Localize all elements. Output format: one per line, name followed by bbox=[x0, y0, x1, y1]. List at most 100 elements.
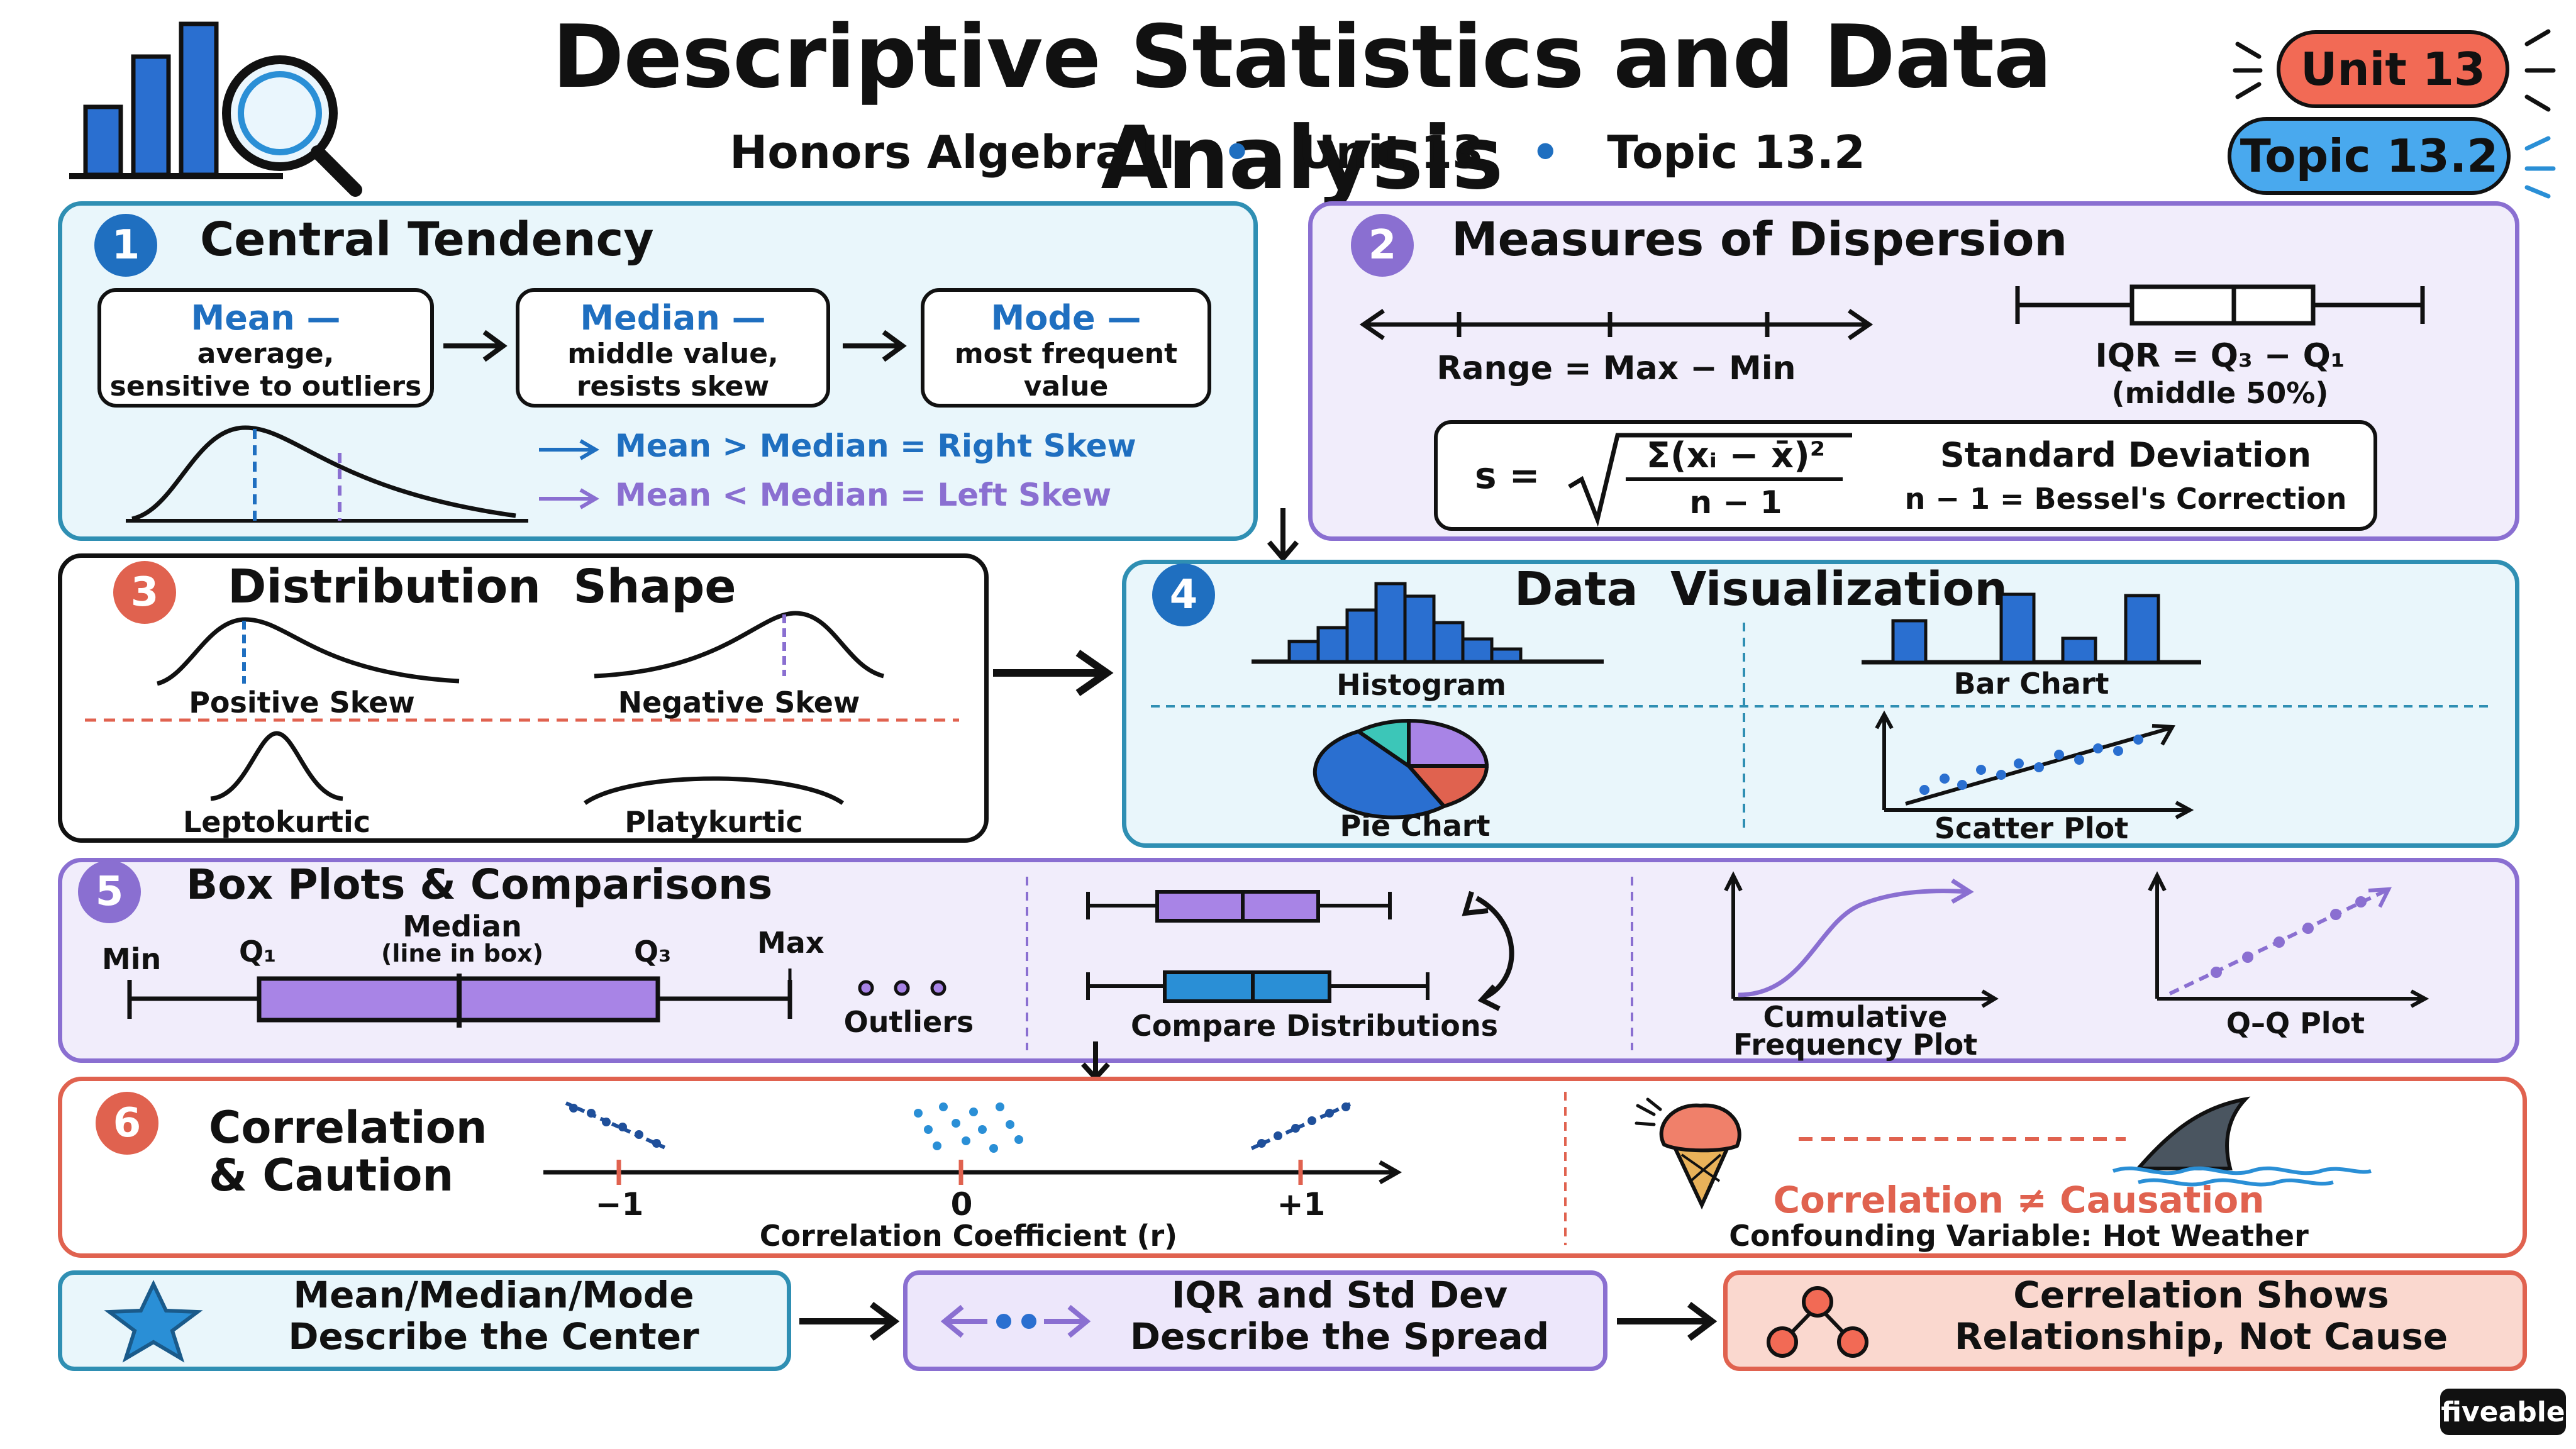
iqr-formula: IQR = Q₃ − Q₁ bbox=[2095, 337, 2345, 375]
step-badge-4: 4 bbox=[1152, 564, 1215, 626]
step-badge-2: 2 bbox=[1351, 214, 1414, 277]
unit-badge: Unit 13 bbox=[2277, 30, 2509, 108]
summary-center-line1: Mean/Median/Mode bbox=[293, 1274, 694, 1316]
box-plot-max-label: Max bbox=[757, 926, 824, 960]
positive-skew-curve-icon bbox=[156, 617, 460, 686]
subtitle-separator: • bbox=[1223, 126, 1252, 179]
mean-desc-line1: average, bbox=[197, 338, 335, 370]
arrow-right-icon bbox=[843, 330, 907, 362]
box-plots-panel bbox=[58, 858, 2519, 1063]
step-badge-6: 6 bbox=[96, 1092, 158, 1155]
left-skew-rule: Mean < Median = Left Skew bbox=[615, 477, 1112, 513]
median-heading: Median — bbox=[580, 298, 766, 338]
bar-chart-search-logo-icon bbox=[69, 21, 362, 197]
bar-chart-label: Bar Chart bbox=[1953, 667, 2109, 701]
iqr-note: (middle 50%) bbox=[2111, 376, 2329, 410]
box-plot-median-label: Median bbox=[402, 909, 522, 943]
panel-divider-horizontal bbox=[1151, 705, 2490, 708]
correlation-axis-label: Correlation Coefficient (r) bbox=[759, 1219, 1178, 1253]
tick-label-zero: 0 bbox=[950, 1186, 973, 1223]
box-plot-q3-label: Q₃ bbox=[634, 935, 672, 969]
qq-plot-label: Q–Q Plot bbox=[2226, 1006, 2365, 1040]
dashed-connector-line bbox=[1799, 1137, 2126, 1141]
leptokurtic-curve-icon bbox=[210, 731, 343, 801]
pie-chart-label: Pie Chart bbox=[1340, 809, 1491, 843]
cumulative-label-line2: Frequency Plot bbox=[1733, 1028, 1978, 1062]
arrow-down-icon bbox=[1081, 1041, 1110, 1082]
step-badge-5: 5 bbox=[78, 860, 141, 923]
summary-spread-card bbox=[903, 1270, 1607, 1371]
tick-label-positive-one: +1 bbox=[1277, 1186, 1326, 1223]
tick-label-negative-one: −1 bbox=[595, 1186, 644, 1223]
positive-skew-label: Positive Skew bbox=[189, 686, 415, 719]
arrow-right-purple-icon bbox=[539, 488, 599, 509]
arrow-down-icon bbox=[1267, 508, 1299, 563]
subtitle-topic: Topic 13.2 bbox=[1607, 126, 1866, 179]
cumulative-frequency-plot-icon bbox=[1724, 871, 1999, 1008]
spread-arrows-icon bbox=[940, 1304, 1091, 1338]
median-desc-line2: resists skew bbox=[576, 370, 770, 402]
mean-desc-line2: sensitive to outliers bbox=[109, 370, 422, 402]
box-plot-q1-label: Q₁ bbox=[239, 935, 277, 969]
page-subtitle: Honors Algebra II • Unit 13 • Topic 13.2 bbox=[730, 126, 1987, 179]
arrow-right-blue-icon bbox=[539, 439, 599, 460]
std-dev-lhs: s = bbox=[1475, 454, 1540, 497]
subtitle-course: Honors Algebra II bbox=[730, 126, 1175, 179]
page-title: Descriptive Statistics and Data Analysis bbox=[552, 6, 2052, 209]
dashed-divider bbox=[85, 718, 959, 722]
iqr-box-plot-icon bbox=[2015, 284, 2425, 326]
bessel-correction-note: n − 1 = Bessel's Correction bbox=[1904, 482, 2347, 516]
range-number-line-icon bbox=[1359, 309, 1874, 340]
outliers-label: Outliers bbox=[843, 1005, 974, 1039]
panel-divider-vertical bbox=[1743, 623, 1745, 830]
bar-chart-icon bbox=[1862, 592, 2201, 665]
compare-distributions-label: Compare Distributions bbox=[1130, 1009, 1499, 1043]
leptokurtic-label: Leptokurtic bbox=[182, 805, 371, 839]
arrow-right-icon bbox=[799, 1302, 900, 1341]
std-dev-name: Standard Deviation bbox=[1940, 435, 2312, 475]
step-badge-1: 1 bbox=[94, 214, 157, 277]
negative-skew-curve-icon bbox=[594, 611, 884, 679]
correlation-title-line1: Correlation bbox=[209, 1102, 487, 1153]
histogram-label: Histogram bbox=[1336, 668, 1506, 702]
scatter-plot-label: Scatter Plot bbox=[1934, 811, 2129, 845]
arrow-right-icon bbox=[993, 650, 1114, 696]
summary-spread-line1: IQR and Std Dev bbox=[1171, 1274, 1508, 1316]
skewed-distribution-curve-icon bbox=[126, 425, 528, 523]
dispersion-title: Measures of Dispersion bbox=[1452, 213, 2068, 267]
outlier-dots-icon bbox=[858, 980, 947, 996]
central-tendency-title: Central Tendency bbox=[200, 213, 654, 267]
median-desc-line1: middle value, bbox=[567, 338, 779, 370]
panel-divider-vertical bbox=[1631, 877, 1633, 1050]
box-plot-median-note: (line in box) bbox=[381, 940, 543, 967]
subtitle-separator: • bbox=[1531, 126, 1560, 179]
ice-cream-cone-icon bbox=[1635, 1097, 1741, 1210]
summary-spread-line2: Describe the Spread bbox=[1130, 1315, 1550, 1358]
correlation-title-line2: & Caution bbox=[209, 1150, 454, 1201]
mode-desc-line1: most frequent bbox=[954, 338, 1178, 370]
negative-skew-label: Negative Skew bbox=[618, 686, 860, 719]
std-dev-denominator: n − 1 bbox=[1689, 484, 1782, 521]
network-nodes-icon bbox=[1767, 1286, 1868, 1358]
platykurtic-label: Platykurtic bbox=[625, 805, 803, 839]
mean-heading: Mean — bbox=[191, 298, 341, 338]
star-icon bbox=[104, 1280, 203, 1363]
shark-fin-icon bbox=[2112, 1096, 2372, 1187]
range-formula: Range = Max − Min bbox=[1436, 350, 1796, 387]
confounding-variable-note: Confounding Variable: Hot Weather bbox=[1729, 1219, 2309, 1253]
qq-plot-icon bbox=[2148, 871, 2429, 1008]
std-dev-numerator: Σ(xᵢ − x̄)² bbox=[1646, 435, 1826, 476]
distribution-shape-title: Distribution Shape bbox=[228, 560, 736, 614]
arrow-right-icon bbox=[1617, 1302, 1718, 1341]
pie-chart-icon bbox=[1313, 718, 1489, 819]
mode-definition-card: Mode — most frequent value bbox=[921, 288, 1211, 408]
panel-divider-vertical bbox=[1564, 1092, 1567, 1245]
step-badge-3: 3 bbox=[113, 561, 176, 624]
summary-relationship-line2: Relationship, Not Cause bbox=[1954, 1315, 2448, 1358]
subtitle-unit: Unit 13 bbox=[1299, 126, 1484, 179]
summary-relationship-line1: Cerrelation Shows bbox=[2013, 1274, 2389, 1316]
box-plot-diagram bbox=[127, 969, 792, 1028]
mode-desc-line2: value bbox=[1023, 370, 1109, 402]
correlation-scale-diagram bbox=[543, 1101, 1402, 1185]
histogram-icon bbox=[1252, 582, 1604, 664]
